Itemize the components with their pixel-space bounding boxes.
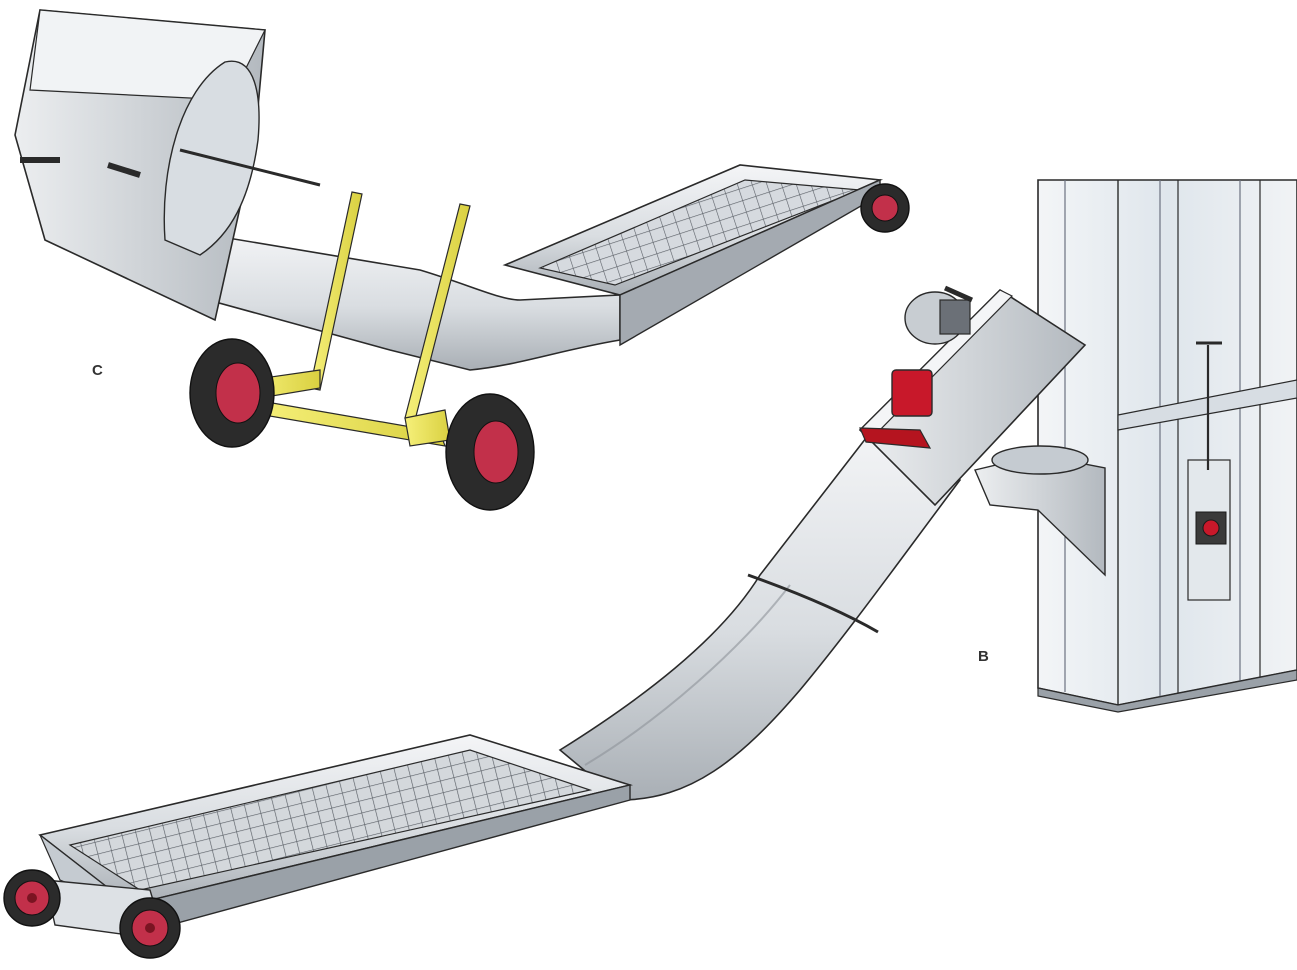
wheel [860,183,910,233]
wheel [119,897,181,959]
bin-outlet-spout [974,445,1106,577]
drive-motor [859,285,974,449]
conveyor-b [3,285,1087,959]
support-frame [249,191,471,447]
label-b: B [978,648,989,665]
wheel [189,338,275,448]
wheel [3,869,61,927]
label-c: C [92,362,103,379]
conveyor-c [14,9,910,511]
wheel [445,393,535,511]
storage-bin [1037,179,1297,713]
